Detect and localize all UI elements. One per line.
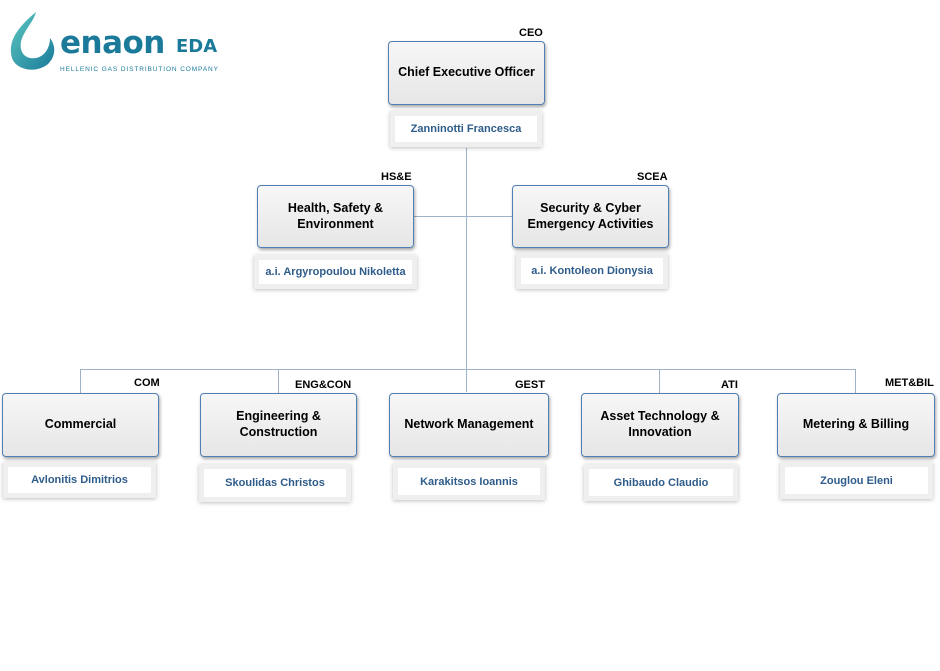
logo-suffix: EDA <box>176 36 218 57</box>
connector-drop-metbil <box>855 369 856 393</box>
connector-staff <box>413 216 513 217</box>
ati-person: Ghibaudo Claudio <box>584 464 738 501</box>
hse-box: Health, Safety & Environment <box>257 185 414 248</box>
flame-drop-icon <box>10 12 55 70</box>
metbil-box: Metering & Billing <box>777 393 935 457</box>
ceo-person: Zanninotti Francesca <box>390 111 542 147</box>
com-person: Avlonitis Dimitrios <box>3 462 156 498</box>
engcon-person: Skoulidas Christos <box>199 464 351 502</box>
connector-drop-ati <box>659 369 660 393</box>
com-box: Commercial <box>2 393 159 457</box>
logo-tagline: HELLENIC GAS DISTRIBUTION COMPANY <box>60 66 219 73</box>
engcon-code: ENG&CON <box>295 379 352 391</box>
connector-drop-engcon <box>278 369 279 393</box>
metbil-code: MET&BIL <box>885 377 934 389</box>
hse-person: a.i. Argyropoulou Nikoletta <box>254 255 417 289</box>
scea-box: Security & Cyber Emergency Activities <box>512 185 669 248</box>
engcon-box: Engineering & Construction <box>200 393 357 457</box>
gest-box: Network Management <box>389 393 549 457</box>
ati-box: Asset Technology & Innovation <box>581 393 739 457</box>
connector-drop-com <box>80 369 81 393</box>
gest-code: GEST <box>515 379 545 391</box>
ati-code: ATI <box>721 379 738 391</box>
gest-person: Karakitsos Ioannis <box>393 463 545 500</box>
connector-divisions <box>80 369 856 370</box>
ceo-box: Chief Executive Officer <box>388 41 545 105</box>
hse-code: HS&E <box>381 171 412 183</box>
metbil-person: Zouglou Eleni <box>780 462 933 499</box>
com-code: COM <box>134 377 160 389</box>
ceo-code: CEO <box>519 27 543 39</box>
logo-wordmark: enaon <box>60 25 165 61</box>
scea-person: a.i. Kontoleon Dionysia <box>516 253 668 289</box>
connector-trunk <box>466 148 467 392</box>
company-logo: enaon EDA HELLENIC GAS DISTRIBUTION COMP… <box>0 0 235 90</box>
scea-code: SCEA <box>637 171 668 183</box>
